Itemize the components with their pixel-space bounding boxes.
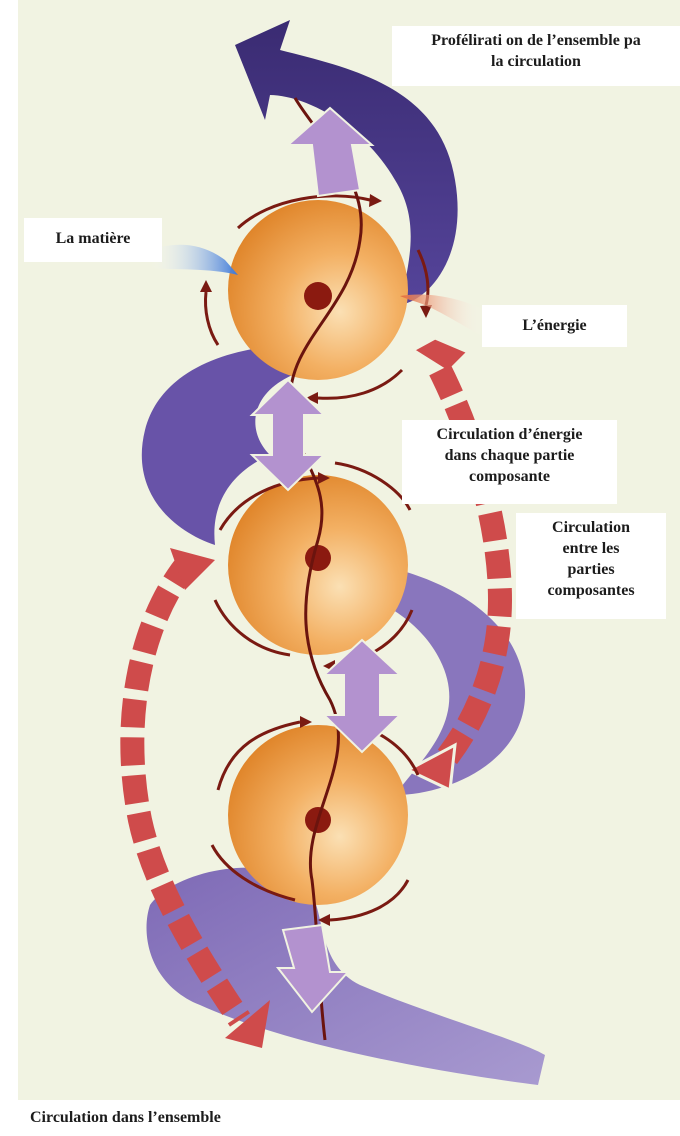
label-circulation-energie: Circulation d’énergie dans chaque partie… (402, 420, 617, 504)
label-energie: L’énergie (482, 305, 627, 347)
lilac-arrow-lower-double (321, 638, 403, 754)
label-circulation-energie-line2: dans chaque partie (444, 447, 575, 464)
local-circulation-arrowheads (200, 194, 432, 926)
ensemble-flow-ribbon (141, 20, 545, 1085)
label-proliferation-line2: la circulation (491, 53, 581, 70)
label-circulation-parties: Circulation entre les parties composante… (516, 513, 666, 619)
red-dashed-arrow-left (120, 548, 270, 1048)
component-ball-top (228, 200, 408, 380)
label-matiere: La matière (24, 218, 162, 262)
label-circulation-parties-line1: Circulation (552, 519, 630, 536)
label-circulation-parties-line2: entre les (562, 540, 620, 557)
lilac-arrow-bottom (275, 923, 351, 1014)
label-circulation-energie-line3: composante (469, 468, 550, 485)
matter-input-arrow (150, 244, 238, 275)
label-circulation-ensemble: Circulation dans l’ensemble (22, 1100, 322, 1136)
label-circulation-ensemble-text: Circulation dans l’ensemble (30, 1109, 221, 1126)
component-ball-middle (228, 475, 408, 655)
energy-input-arrow (400, 294, 485, 335)
lilac-arrow-upper-double (249, 378, 327, 492)
component-ball-bottom (228, 725, 408, 905)
lilac-arrow-top (285, 106, 375, 198)
central-spine (288, 97, 363, 1041)
label-circulation-parties-line4: composantes (547, 582, 635, 599)
label-circulation-parties-line3: parties (567, 561, 615, 578)
label-circulation-energie-line1: Circulation d’énergie (436, 426, 583, 443)
local-circulation-arrows (204, 194, 430, 922)
label-proliferation: Profélirati on de l’ensemble pa la circu… (392, 26, 680, 86)
label-matiere-text: La matière (55, 230, 131, 247)
label-proliferation-line1: Profélirati on de l’ensemble pa (431, 32, 641, 49)
label-energie-text: L’énergie (522, 317, 587, 334)
